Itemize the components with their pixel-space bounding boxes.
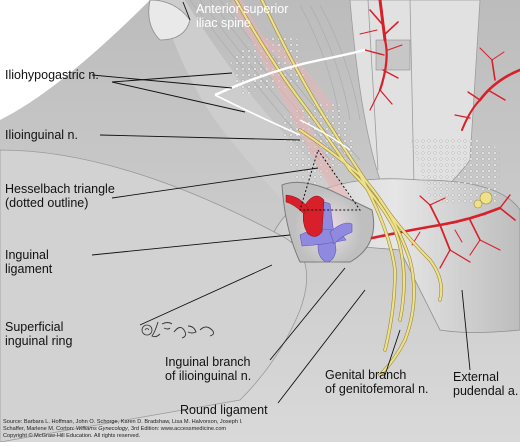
source-line-3: Copyright © McGraw-Hill Education. All r… bbox=[3, 433, 141, 439]
label-genital-branch-genitofemoral: Genital branch of genitofemoral n. bbox=[325, 368, 429, 396]
artery-tree-right bbox=[454, 47, 520, 131]
label-iliohypogastric-nerve: Iliohypogastric n. bbox=[5, 68, 99, 82]
fascia-dotted-right bbox=[410, 136, 500, 205]
nerves bbox=[234, 0, 443, 377]
artist-signature bbox=[141, 321, 215, 339]
label-anterior-superior-iliac-spine: Anterior superior iliac spine bbox=[196, 2, 289, 30]
label-inguinal-branch-ilioinguinal: Inguinal branch of ilioinguinal n. bbox=[165, 355, 252, 383]
external-pudendal-artery bbox=[370, 194, 516, 269]
artery-tree-top bbox=[359, 0, 403, 111]
label-ilioinguinal-nerve: Ilioinguinal n. bbox=[5, 128, 78, 142]
iliac-spine bbox=[148, 0, 191, 41]
source-line-2: Schaffer, Marlene M. Corton: Williams Gy… bbox=[3, 426, 227, 432]
label-round-ligament: Round ligament bbox=[180, 403, 268, 417]
leader-lines bbox=[91, 1, 471, 404]
iliohypogastric-nerve bbox=[214, 48, 366, 97]
label-external-pudendal-artery: External pudendal a. bbox=[453, 370, 519, 398]
label-superficial-inguinal-ring: Superficial inguinal ring bbox=[5, 320, 73, 348]
label-hesselbach-triangle: Hesselbach triangle (dotted outline) bbox=[5, 182, 115, 210]
hesselbach-triangle-outline bbox=[299, 148, 361, 211]
source-line-1: Source: Barbara L. Hoffman, John O. Scho… bbox=[3, 419, 243, 425]
femoral-artery bbox=[285, 194, 325, 237]
label-inguinal-ligament: Inguinal ligament bbox=[5, 248, 53, 276]
